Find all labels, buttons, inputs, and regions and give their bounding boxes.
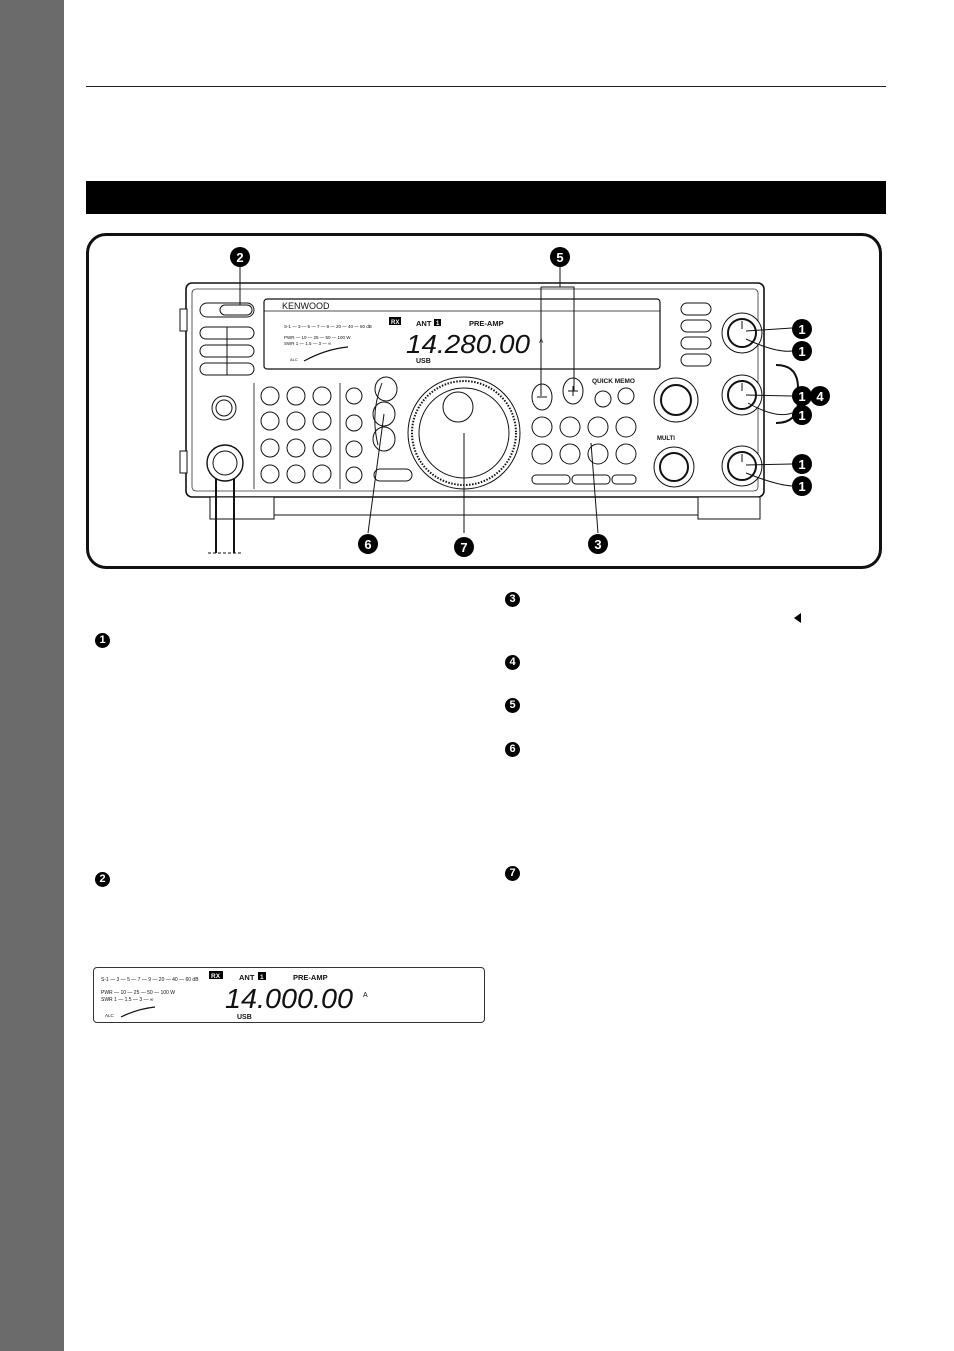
lcd-s-scale: S-1 — 3 — 5 — 7 — 9 — 20 — 40 — 60 dB	[284, 324, 372, 329]
page-side-tab	[0, 0, 64, 1351]
callout-1a: 1	[798, 322, 805, 337]
inset-alc-label: ALC	[105, 1013, 115, 1018]
callout-4: 4	[816, 389, 824, 404]
header-rule	[86, 86, 886, 87]
marker-3: 3	[505, 592, 520, 607]
lcd-ant-number: 1	[436, 321, 440, 327]
mode-buttons	[345, 387, 363, 484]
callout-1e: 1	[798, 457, 805, 472]
callout-5: 5	[556, 250, 563, 265]
right-keypad	[531, 416, 637, 465]
inset-rx-indicator: RX	[211, 973, 221, 980]
inset-pwr-scale: PWR — 10 — 25 — 50 — 100 W	[101, 990, 175, 996]
left-keypad	[260, 386, 332, 484]
callout-6: 6	[364, 537, 371, 552]
inset-mode-label: USB	[237, 1014, 252, 1021]
multi-label: MULTI	[657, 436, 675, 442]
quick-memo-label: QUICK MEMO	[592, 378, 635, 385]
microphone-cable	[215, 465, 235, 553]
left-handle-bottom	[179, 450, 188, 474]
lcd-alc-label: ALC	[290, 357, 298, 362]
marker-5: 5	[505, 698, 520, 713]
lcd-pwr-scale: PWR — 10 — 25 — 50 — 100 W	[284, 335, 351, 340]
section-title-bar	[86, 181, 886, 214]
lcd-rx-indicator: RX	[391, 320, 399, 326]
af-rf-knob	[721, 312, 763, 354]
inset-swr-scale: SWR 1 — 1.5 — 3 — ∞	[101, 997, 154, 1003]
shift-width-knob	[721, 445, 763, 487]
marker-4: 4	[505, 655, 520, 670]
left-foot	[209, 496, 275, 520]
multi-knob	[653, 446, 695, 488]
callout-1d: 1	[798, 408, 805, 423]
callout-3: 3	[594, 537, 601, 552]
callout-2: 2	[236, 250, 243, 265]
rit-xit-knob	[653, 377, 699, 423]
inset-s-scale: S-1 — 3 — 5 — 7 — 9 — 20 — 40 — 60 dB	[101, 977, 199, 983]
callout-1c: 1	[798, 389, 805, 404]
marker-2: 2	[95, 872, 110, 887]
lcd-frequency-readout: 14.280.00	[406, 329, 531, 359]
quick-memo-button-out	[617, 387, 635, 405]
brand-logo: KENWOOD	[282, 301, 330, 311]
lcd-mode-label: USB	[416, 358, 431, 365]
callout-7: 7	[460, 540, 467, 555]
lcd-swr-scale: SWR 1 — 1.5 — 3 — ∞	[284, 341, 331, 346]
inset-ant-label: ANT	[239, 973, 255, 982]
marker-7: 7	[505, 866, 520, 881]
lcd-inset-frame	[93, 967, 485, 1023]
callout-1f: 1	[798, 479, 805, 494]
transceiver-front-panel-illustration: KENWOOD S-1 — 3 — 5 — 7 — 9 — 20 — 40 — …	[179, 247, 830, 557]
inset-ant-number: 1	[260, 974, 264, 981]
inset-vfo-indicator: A	[363, 992, 368, 999]
right-foot	[697, 496, 761, 520]
lcd-ant-label: ANT	[416, 319, 432, 328]
marker-1: 1	[95, 633, 110, 648]
lcd-preamp-label: PRE-AMP	[469, 319, 504, 328]
marker-6: 6	[505, 742, 520, 757]
callout-1b: 1	[798, 344, 805, 359]
left-handle-top	[179, 308, 188, 332]
main-lcd-window	[263, 298, 661, 370]
inset-frequency-readout: 14.000.00	[225, 983, 353, 1014]
lcd-inset-illustration: S-1 — 3 — 5 — 7 — 9 — 20 — 40 — 60 dB PW…	[101, 971, 368, 1021]
inset-preamp-label: PRE-AMP	[293, 973, 328, 982]
quick-memo-button-in	[594, 390, 612, 408]
left-arrow-symbol	[794, 613, 801, 623]
